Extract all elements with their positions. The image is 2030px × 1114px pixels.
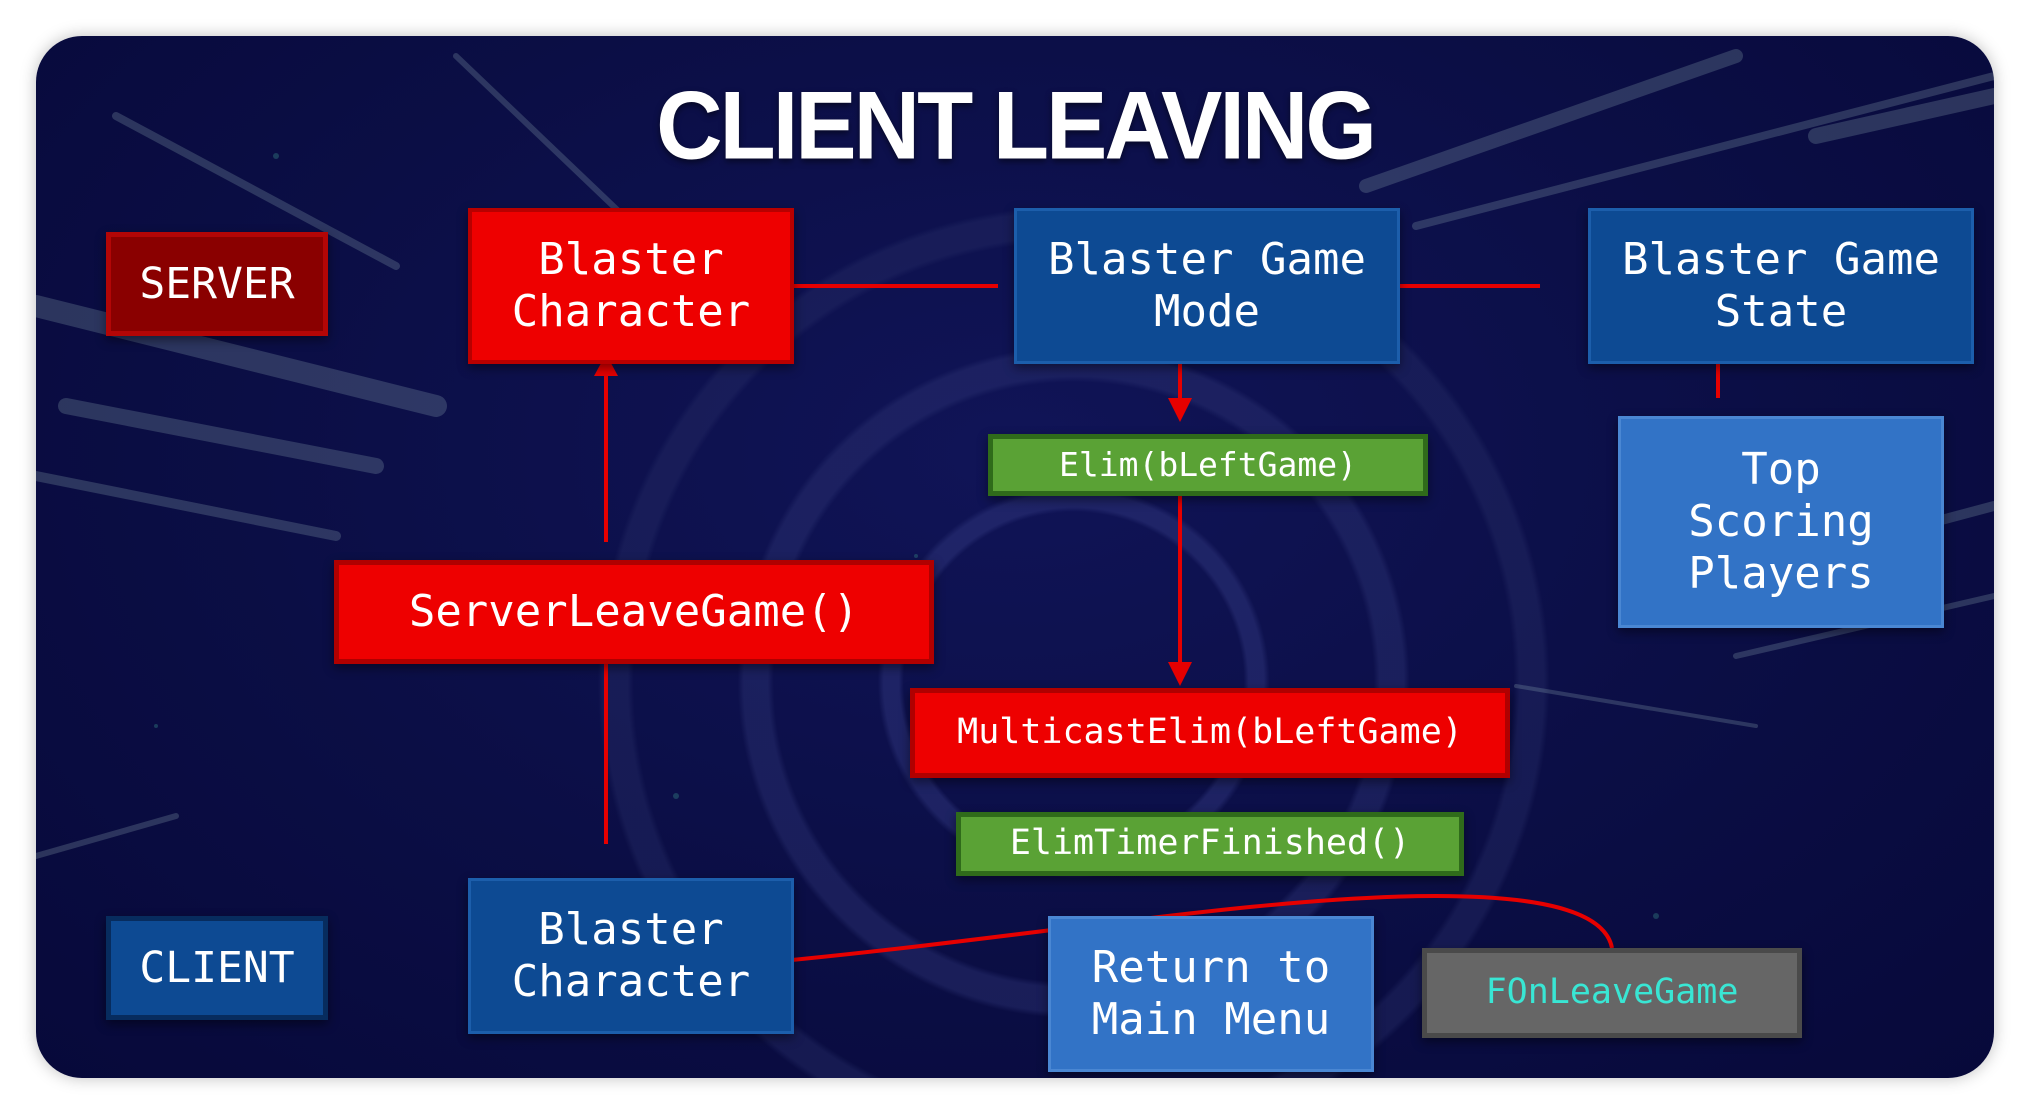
top-scoring-players: Top Scoring Players: [1618, 416, 1944, 628]
server-label: SERVER: [106, 232, 328, 336]
multicast-elim-rpc: MulticastElim(bLeftGame): [910, 688, 1510, 778]
on-leave-game-delegate: FOnLeaveGame: [1422, 948, 1802, 1038]
return-to-main-menu: Return to Main Menu: [1048, 916, 1374, 1072]
diagram-slide: CLIENT LEAVING: [36, 36, 1994, 1078]
server-leave-game-rpc: ServerLeaveGame(): [334, 560, 934, 664]
diagram-title: CLIENT LEAVING: [656, 72, 1377, 180]
elim-timer-finished-function: ElimTimerFinished(): [956, 812, 1464, 876]
blaster-game-state: Blaster Game State: [1588, 208, 1974, 364]
background-streaks: [36, 49, 1994, 919]
blaster-game-mode: Blaster Game Mode: [1014, 208, 1400, 364]
server-blaster-character: Blaster Character: [468, 208, 794, 364]
elim-function: Elim(bLeftGame): [988, 434, 1428, 496]
client-blaster-character: Blaster Character: [468, 878, 794, 1034]
client-label: CLIENT: [106, 916, 328, 1020]
